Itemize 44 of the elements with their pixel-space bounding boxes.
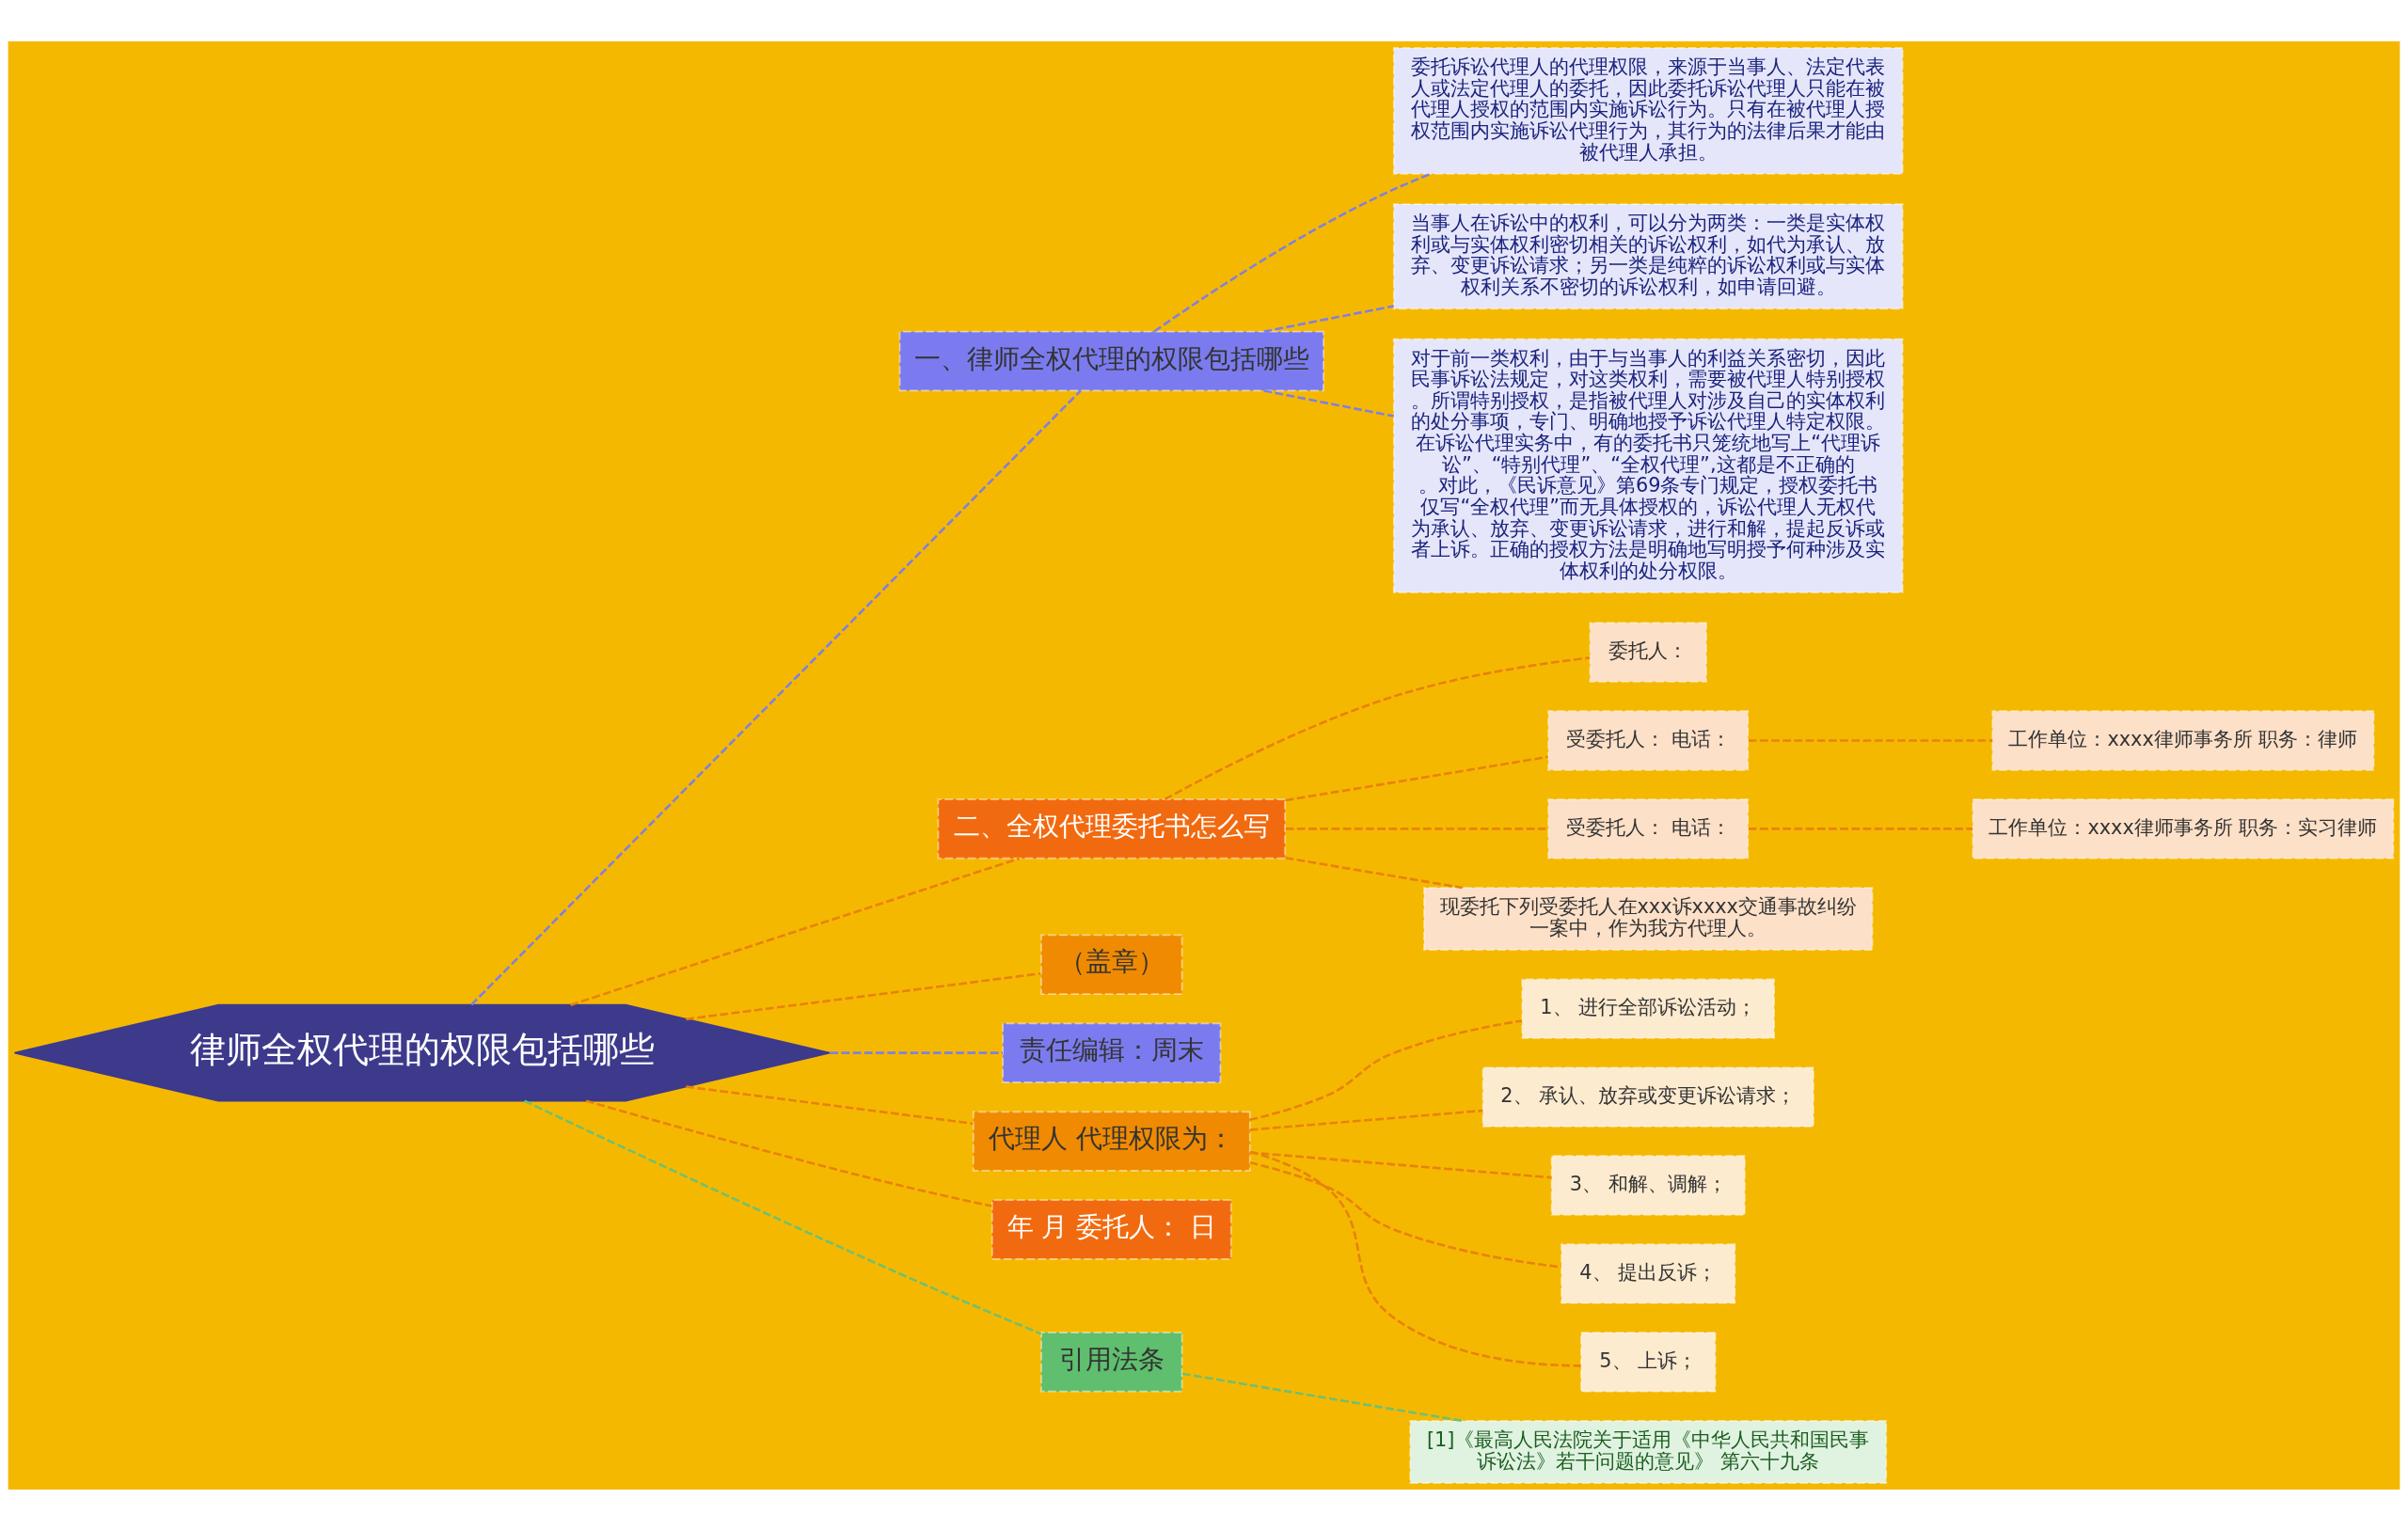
connector <box>585 1098 992 1207</box>
connector <box>1249 1150 1552 1178</box>
connector <box>1249 1109 1483 1131</box>
connector <box>1249 1150 1581 1367</box>
connector <box>686 1084 974 1125</box>
connector <box>1153 172 1432 333</box>
node-box: [1]《最高人民法院关于适用《中华人民共和国民事诉讼法》若干问题的意见》 第六十九条 <box>1409 1419 1888 1484</box>
node-box: 一、律师全权代理的权限包括哪些 <box>898 330 1324 391</box>
connector <box>686 971 1041 1020</box>
node-box: 工作单位：xxxx律师事务所 职务：律师 <box>1991 709 2375 771</box>
connector <box>1181 1371 1463 1422</box>
connector <box>1748 827 1973 830</box>
connector <box>570 857 1021 1006</box>
connector <box>1164 655 1591 800</box>
node-box: 受委托人： 电话： <box>1547 709 1750 771</box>
node-box: 4、 提出反诉； <box>1560 1242 1736 1304</box>
node-box: 委托诉讼代理人的代理权限，来源于当事人、法定代表人或法定代理人的委托，因此委托诉讼代理人只能在被代理人授权的范围内实施诉讼行为。只有在被代理人授权范围内实施诉讼代理行为，其行为的法律后果才能由被代理人承担。 <box>1392 46 1904 175</box>
connector <box>830 1050 1003 1054</box>
node-box: 工作单位：xxxx律师事务所 职务：实习律师 <box>1972 797 2395 860</box>
node-box: 责任编辑：周末 <box>1002 1022 1222 1083</box>
connector <box>1263 388 1395 418</box>
node-box: 当事人在诉讼中的权利，可以分为两类：一类是实体权利或与实体权利密切相关的诉讼权利，如代为承认、放弃、变更诉讼请求；另一类是纯粹的诉讼权利或与实体权利关系不密切的诉讼权利，如申请回避。 <box>1392 202 1904 309</box>
connector <box>1748 738 1993 742</box>
node-box: 受委托人： 电话： <box>1547 797 1750 860</box>
connector <box>1249 1018 1523 1121</box>
connector <box>1249 1160 1561 1269</box>
node-box: 代理人 代理权限为： <box>972 1110 1251 1172</box>
connector <box>1285 856 1463 889</box>
node-box: （盖章） <box>1040 934 1183 995</box>
node-box: 现委托下列受委托人在xxx诉xxxx交通事故纠纷一案中，作为我方代理人。 <box>1423 886 1874 951</box>
node-box: 引用法条 <box>1040 1331 1183 1392</box>
node-box: 委托人： <box>1589 621 1707 683</box>
connector <box>470 388 1082 1005</box>
connector <box>1285 755 1548 801</box>
connector <box>1285 827 1548 830</box>
node-box: 对于前一类权利，由于与当事人的利益关系密切，因此民事诉讼法规定，对这类权利，需要被代理人特别授权。所谓特别授权，是指被代理人对涉及自己的实体权利的处分事项，专门、明确地授予诉讼代理人特定权限。在诉讼代理实务中，有的委托书只笼统地写上“代理诉讼”、“特别代理”、“全权代理”,这都是不正确的。对此，《民诉意见》第69条专门规定，授权委托书仅写“全权代理”而无具体授权的，诉讼代理人无权代为承认、放弃、变更诉讼请求，进行和解，提起反诉或者上诉。正确的授权方法是明确地写明授予何种涉及实体权利的处分权限。 <box>1392 338 1904 593</box>
node-box: 3、 和解、调解； <box>1550 1154 1746 1216</box>
connector <box>524 1099 1042 1335</box>
node-box: 2、 承认、放弃或变更诉讼请求； <box>1481 1065 1814 1128</box>
node-box: 年 月 委托人： 日 <box>990 1198 1232 1260</box>
node-box: 二、全权代理委托书怎么写 <box>937 797 1286 860</box>
node-box: 1、 进行全部诉讼活动； <box>1521 978 1775 1039</box>
node-box: 5、 上诉； <box>1580 1331 1717 1392</box>
connector <box>1263 304 1395 333</box>
